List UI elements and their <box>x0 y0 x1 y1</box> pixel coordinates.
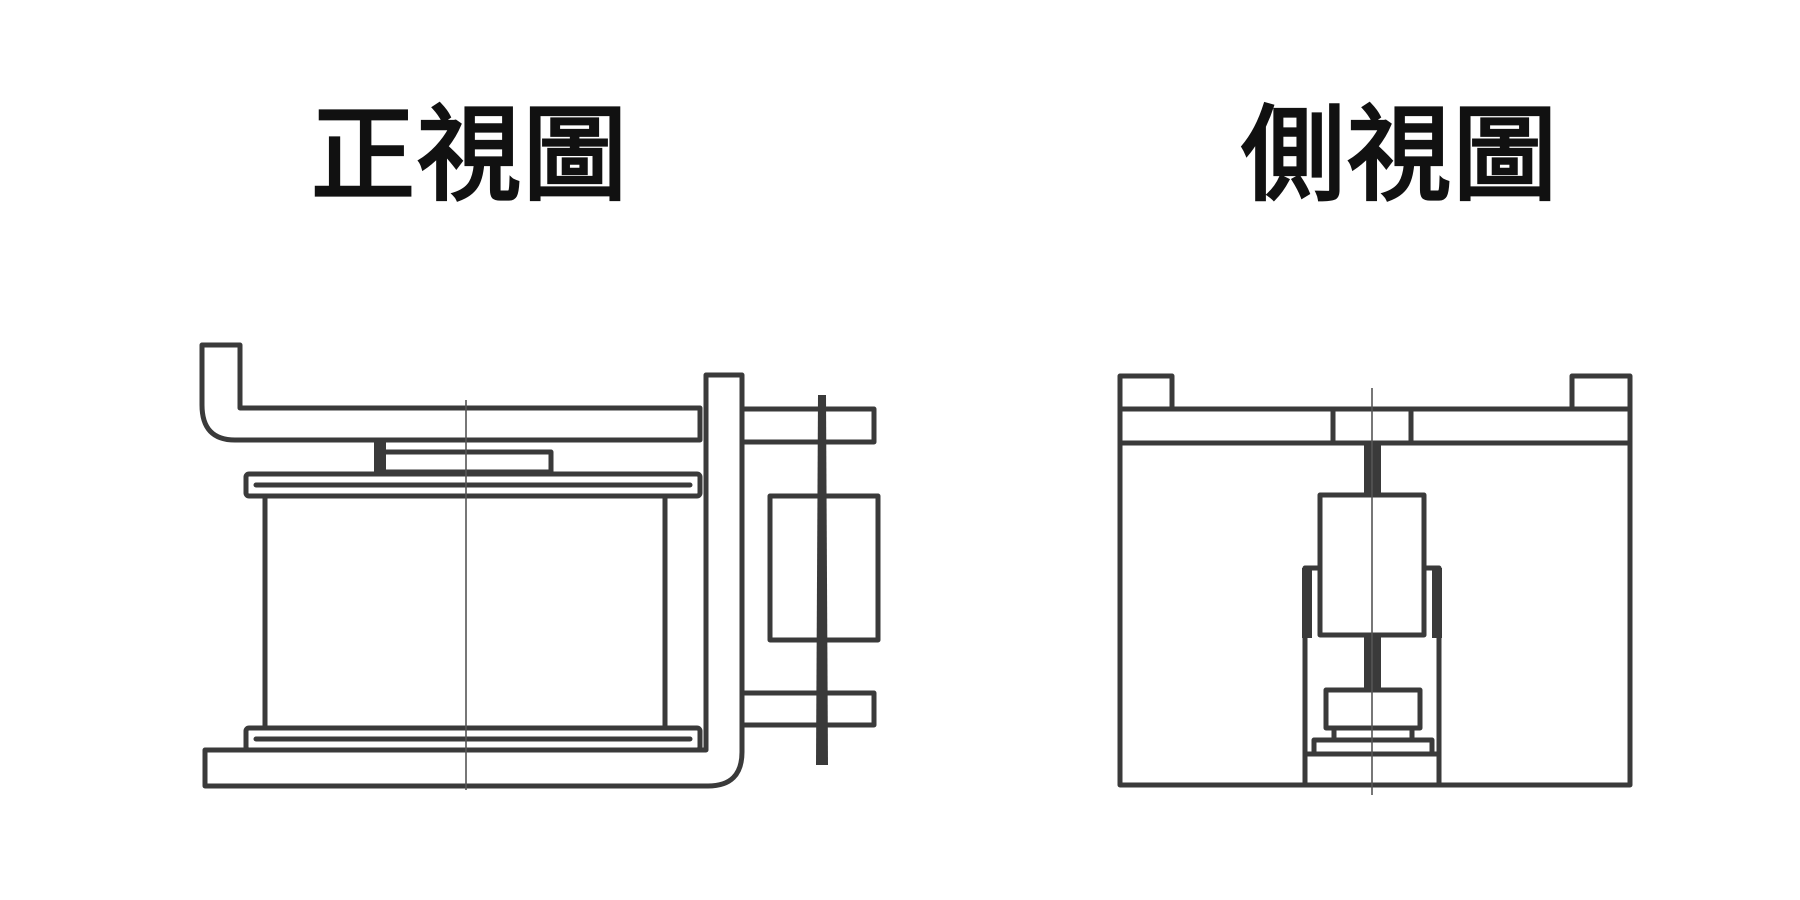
front-top-mount-stud <box>374 440 386 476</box>
side-right-ear <box>1569 373 1633 412</box>
front-top-frame <box>199 342 703 443</box>
front-top-mount-plate <box>380 449 554 475</box>
front-coil-body <box>262 493 668 731</box>
side-lower-block <box>1323 687 1423 731</box>
side-view-drawing <box>1117 373 1633 795</box>
front-armature-lower-arm <box>739 690 877 728</box>
side-right-arm-thick <box>1432 568 1442 638</box>
side-left-ear <box>1117 373 1175 412</box>
front-view-title: 正視圖 <box>310 93 629 216</box>
front-view-drawing <box>199 342 881 790</box>
front-l-bracket <box>202 372 745 789</box>
side-view-title: 側視圖 <box>1240 93 1559 216</box>
side-left-arm-thick <box>1302 568 1312 638</box>
front-armature-upper-arm <box>739 406 877 445</box>
front-shaft <box>816 395 828 765</box>
